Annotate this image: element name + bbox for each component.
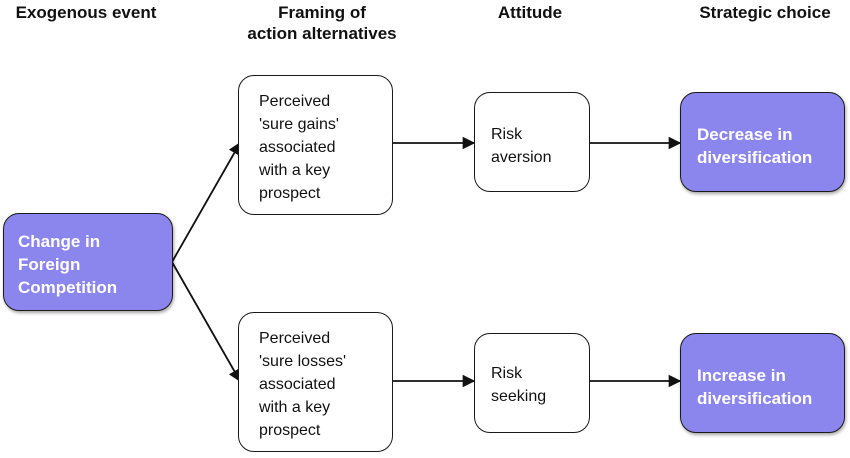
header-exogenous-event: Exogenous event — [15, 3, 157, 22]
header-framing: Framing of action alternatives — [247, 3, 397, 43]
node-increase-label: Increase in diversification — [697, 366, 813, 408]
node-sure-losses-label: Perceived 'sure losses' associated with … — [259, 330, 347, 439]
header-strategic-choice: Strategic choice — [699, 3, 831, 22]
node-decrease-label: Decrease in diversification — [697, 125, 813, 167]
node-risk-aversion-label: Risk aversion — [491, 126, 552, 166]
node-sure-losses: Perceived 'sure losses' associated with … — [238, 312, 393, 452]
node-change-label: Change in Foreign Competition — [18, 232, 118, 297]
node-increase-diversification: Increase in diversification — [680, 333, 845, 433]
node-risk-seeking-label: Risk seeking — [491, 365, 547, 405]
node-decrease-diversification: Decrease in diversification — [680, 92, 845, 192]
node-risk-seeking: Risk seeking — [474, 333, 590, 433]
node-risk-aversion: Risk aversion — [474, 92, 590, 192]
arrow-change-to-gains — [171, 141, 241, 263]
header-attitude: Attitude — [497, 3, 563, 22]
arrow-change-to-losses — [171, 261, 241, 383]
node-sure-gains: Perceived 'sure gains' associated with a… — [238, 75, 393, 215]
node-change-in-foreign-competition: Change in Foreign Competition — [3, 213, 173, 311]
node-sure-gains-label: Perceived 'sure gains' associated with a… — [259, 93, 339, 202]
